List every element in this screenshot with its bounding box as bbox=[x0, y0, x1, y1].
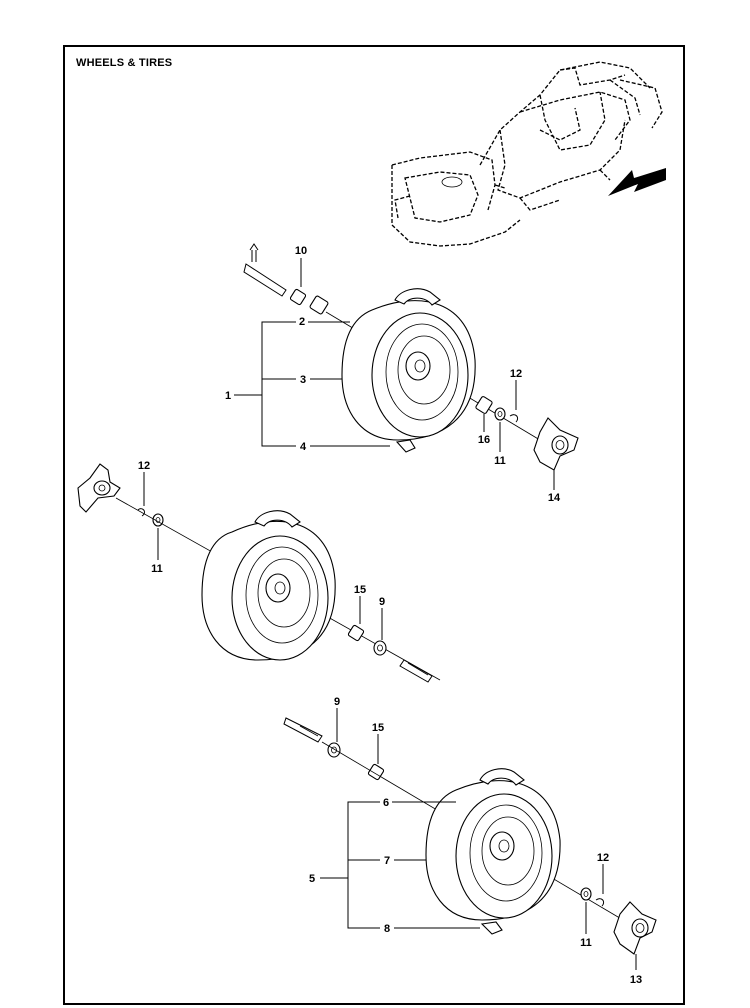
callout-12-top: 12 bbox=[510, 368, 522, 380]
page-title: WHEELS & TIRES bbox=[76, 57, 173, 69]
callout-2: 2 bbox=[299, 316, 305, 328]
callout-12-bottom: 12 bbox=[597, 852, 609, 864]
callout-12-mid: 12 bbox=[138, 460, 150, 472]
callout-15-bottom: 15 bbox=[372, 722, 384, 734]
callout-11-bottom: 11 bbox=[580, 937, 592, 949]
callout-4: 4 bbox=[300, 441, 307, 453]
direction-arrow-icon bbox=[608, 168, 666, 196]
callout-3: 3 bbox=[300, 374, 306, 386]
callout-14: 14 bbox=[548, 492, 561, 504]
callout-15-mid: 15 bbox=[354, 584, 366, 596]
callout-9-mid: 9 bbox=[379, 596, 385, 608]
callout-7: 7 bbox=[384, 855, 390, 867]
diagram-frame bbox=[63, 45, 685, 1005]
callout-16: 16 bbox=[478, 434, 490, 446]
callout-13: 13 bbox=[630, 974, 642, 986]
callout-6: 6 bbox=[383, 797, 389, 809]
wheel-assembly-5 bbox=[283, 708, 657, 970]
callout-8: 8 bbox=[384, 923, 390, 935]
callout-1: 1 bbox=[225, 390, 231, 402]
callout-11-mid: 11 bbox=[151, 563, 163, 575]
callout-labels: 10 2 1 3 4 12 16 11 14 12 11 15 9 9 15 6… bbox=[138, 245, 642, 986]
chassis-thumbnail bbox=[391, 61, 666, 247]
wheel-assembly-2 bbox=[77, 463, 441, 683]
wheel-assembly-1 bbox=[234, 243, 579, 490]
callout-5: 5 bbox=[309, 873, 315, 885]
callout-9-bottom: 9 bbox=[334, 696, 340, 708]
callout-11-top: 11 bbox=[494, 455, 506, 467]
callout-10: 10 bbox=[295, 245, 307, 257]
